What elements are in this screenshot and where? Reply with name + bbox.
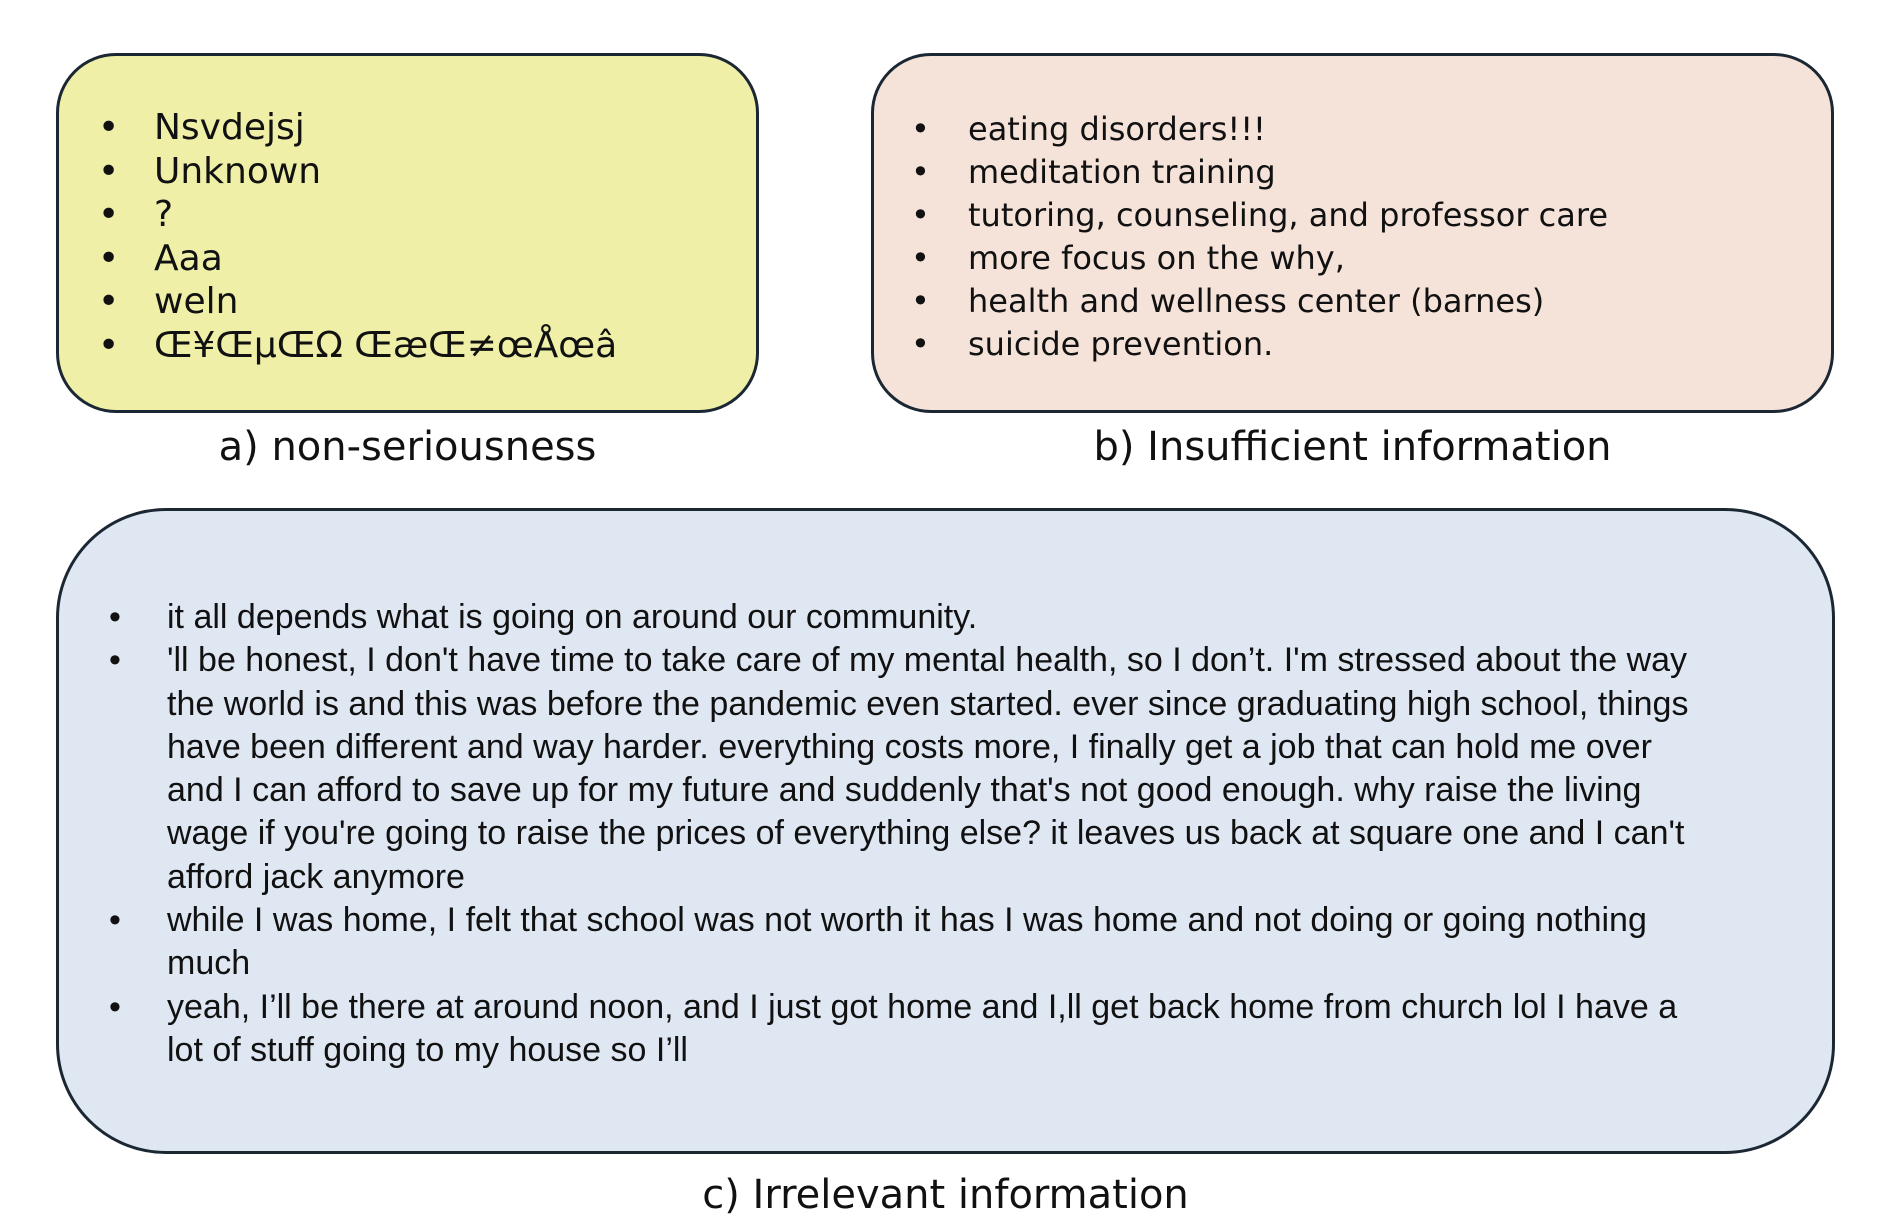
list-item: • Aaa bbox=[96, 237, 617, 281]
list-item-text: more focus on the why, bbox=[968, 239, 1345, 277]
list-item: • while I was home, I felt that school w… bbox=[107, 899, 1827, 986]
insufficient-information-list: • eating disorders!!! • meditation trainin… bbox=[909, 108, 1608, 366]
list-item-text: meditation training bbox=[968, 153, 1276, 191]
irrelevant-information-list: • it all depends what is going on around… bbox=[107, 596, 1827, 1072]
list-item: • 'll be honest, I don't have time to ta… bbox=[107, 639, 1827, 899]
list-item-text: health and wellness center (barnes) bbox=[968, 282, 1545, 320]
irrelevant-information-box: • it all depends what is going on around… bbox=[56, 508, 1835, 1154]
bullet-icon: • bbox=[911, 282, 930, 320]
non-seriousness-box: • Nsvdejsj • Unknown •? • Aaa • weln • Œ¥ŒµŒΩ… bbox=[56, 53, 759, 413]
bullet-icon: • bbox=[911, 196, 930, 234]
list-item-text: eating disorders!!! bbox=[968, 110, 1266, 148]
list-item: • Unknown bbox=[96, 150, 617, 194]
list-item-text: suicide prevention. bbox=[968, 325, 1274, 363]
list-item: • more focus on the why, bbox=[909, 237, 1608, 280]
list-item: • meditation training bbox=[909, 151, 1608, 194]
bullet-icon: • bbox=[109, 987, 121, 1026]
insufficient-information-box: • eating disorders!!! • meditation trainin… bbox=[871, 53, 1834, 413]
list-item: • suicide prevention. bbox=[909, 323, 1608, 366]
list-item-text-line: the world is and this was before the pan… bbox=[167, 684, 1689, 723]
list-item-text: Unknown bbox=[154, 150, 322, 192]
list-item-text-line: and I can afford to save up for my futur… bbox=[167, 771, 1642, 810]
list-item-text-line: it all depends what is going on around o… bbox=[167, 598, 978, 636]
list-item: • tutoring, counseling, and professor car… bbox=[909, 194, 1608, 237]
list-item-text-line: yeah, I’ll be there at around noon, and … bbox=[167, 987, 1678, 1026]
bullet-icon: • bbox=[98, 324, 120, 366]
list-item: • it all depends what is going on around… bbox=[107, 596, 1827, 639]
list-item-text: Nsvdejsj bbox=[154, 107, 305, 148]
list-item: • Nsvdejsj bbox=[96, 106, 617, 150]
list-item-text-line: lot of stuff going to my house so I’ll bbox=[167, 1030, 688, 1069]
panel-c-caption: c) Irrelevant information bbox=[702, 1172, 1189, 1218]
panel-a-caption: a) non-seriousness bbox=[218, 424, 597, 470]
list-item-text: Œ¥ŒµŒΩ ŒæŒ≠œÅœâ bbox=[154, 324, 618, 366]
panel-b-caption: b) Insufficient information bbox=[1093, 424, 1612, 470]
list-item-text-line: have been different and way harder. ever… bbox=[167, 727, 1652, 766]
list-item: •? bbox=[96, 193, 617, 237]
list-item-text: ? bbox=[154, 194, 174, 235]
list-item-text-line: 'll be honest, I don't have time to take… bbox=[167, 641, 1688, 680]
bullet-icon: • bbox=[911, 239, 930, 277]
bullet-icon: • bbox=[911, 153, 930, 191]
list-item-text-line: wage if you're going to raise the prices… bbox=[167, 814, 1685, 853]
bullet-icon: • bbox=[98, 237, 120, 279]
bullet-icon: • bbox=[911, 325, 930, 363]
list-item: • yeah, I’ll be there at around noon, an… bbox=[107, 986, 1827, 1073]
bullet-icon: • bbox=[98, 194, 120, 235]
list-item-text-line: much bbox=[167, 944, 251, 983]
bullet-icon: • bbox=[98, 150, 120, 192]
non-seriousness-list: • Nsvdejsj • Unknown •? • Aaa • weln • Œ¥ŒµŒΩ… bbox=[96, 106, 617, 367]
list-item-text: Aaa bbox=[154, 237, 223, 279]
bullet-icon: • bbox=[109, 901, 121, 940]
bullet-icon: • bbox=[109, 598, 121, 636]
list-item: • eating disorders!!! bbox=[909, 108, 1608, 151]
list-item: • weln bbox=[96, 280, 617, 324]
list-item: • health and wellness center (barnes) bbox=[909, 280, 1608, 323]
list-item-text-line: while I was home, I felt that school was… bbox=[167, 901, 1647, 940]
bullet-icon: • bbox=[98, 107, 120, 148]
list-item: • Œ¥ŒµŒΩ ŒæŒ≠œÅœâ bbox=[96, 324, 617, 368]
list-item-text: tutoring, counseling, and professor care bbox=[968, 196, 1609, 234]
list-item-text-line: afford jack anymore bbox=[167, 857, 465, 896]
list-item-text: weln bbox=[154, 281, 239, 322]
bullet-icon: • bbox=[911, 110, 930, 148]
bullet-icon: • bbox=[98, 281, 120, 322]
bullet-icon: • bbox=[109, 641, 121, 680]
